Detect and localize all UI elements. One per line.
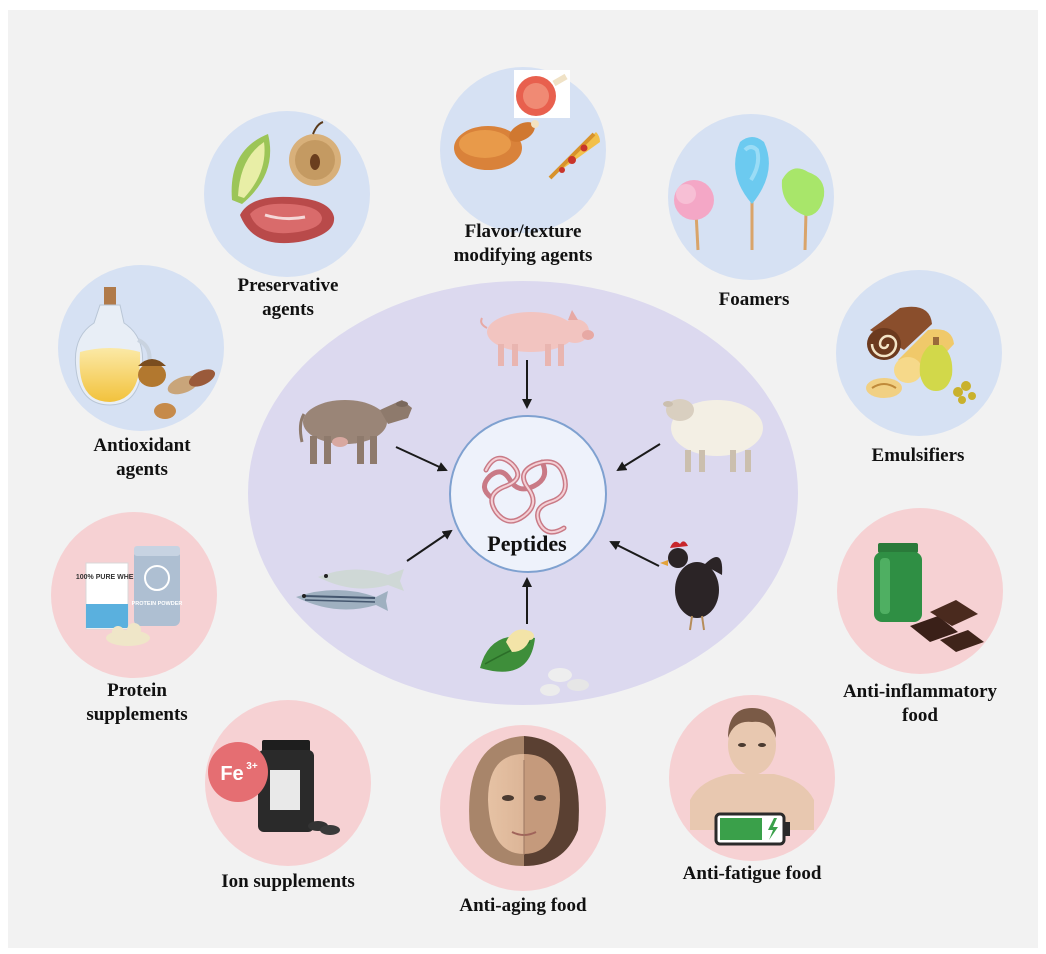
iron-badge-text: Fe [220, 763, 243, 785]
peptides-label: Peptides [472, 531, 582, 557]
emulsifiers-label: Emulsifiers [818, 444, 1018, 468]
antifatigue-circle [669, 695, 835, 861]
preservative-label-line1: Preservative [188, 274, 388, 298]
iron-badge-sup: 3+ [246, 761, 258, 772]
flavor-label: Flavor/texture modifying agents [423, 220, 623, 268]
protein-label-line1: Protein [37, 679, 237, 703]
green-juice-jar-icon [874, 543, 922, 622]
foamers-circle [668, 114, 834, 280]
preservative-circle [204, 111, 370, 277]
antioxidant-label-line1: Antioxidant [42, 434, 242, 458]
split-face-icon [469, 736, 579, 866]
antiaging-label-line1: Anti-aging food [423, 894, 623, 918]
antifatigue-label-line1: Anti-fatigue food [652, 862, 852, 886]
antiinflammatory-label: Anti-inflammatory food [820, 680, 1020, 728]
foamers-label: Foamers [654, 288, 854, 312]
antiaging-circle [440, 725, 606, 891]
emulsifiers-circle [836, 270, 1002, 436]
whey-pouch-text: 100% PURE WHEY [76, 574, 139, 581]
antioxidant-label: Antioxidant agents [42, 434, 242, 482]
preservative-label: Preservative agents [188, 274, 388, 322]
antiinflammatory-label-line1: Anti-inflammatory [820, 680, 1020, 704]
ion-label: Ion supplements [188, 870, 388, 894]
protein-tub-text: PROTEIN POWDER [132, 601, 183, 607]
ham-icon [514, 70, 570, 118]
antioxidant-label-line2: agents [42, 458, 242, 482]
battery-icon [716, 814, 790, 844]
antiinflammatory-label-line2: food [820, 704, 1020, 728]
protein-label-line2: supplements [37, 703, 237, 727]
protein-tub-icon: PROTEIN POWDER [132, 546, 183, 626]
flavor-label-line1: Flavor/texture [423, 220, 623, 244]
antifatigue-label: Anti-fatigue food [652, 862, 852, 886]
preservative-label-line2: agents [188, 298, 388, 322]
flavor-label-line2: modifying agents [423, 244, 623, 268]
emulsifiers-label-line1: Emulsifiers [818, 444, 1018, 468]
antiinflammatory-circle [837, 508, 1003, 674]
protein-label: Protein supplements [37, 679, 237, 727]
foamers-label-line1: Foamers [654, 288, 854, 312]
antiaging-label: Anti-aging food [423, 894, 623, 918]
flavor-circle [440, 67, 606, 233]
iron-badge-icon: Fe 3+ [208, 742, 268, 802]
protein-circle: 100% PURE WHEY PROTEIN POWDER [51, 512, 217, 678]
ion-label-line1: Ion supplements [188, 870, 388, 894]
